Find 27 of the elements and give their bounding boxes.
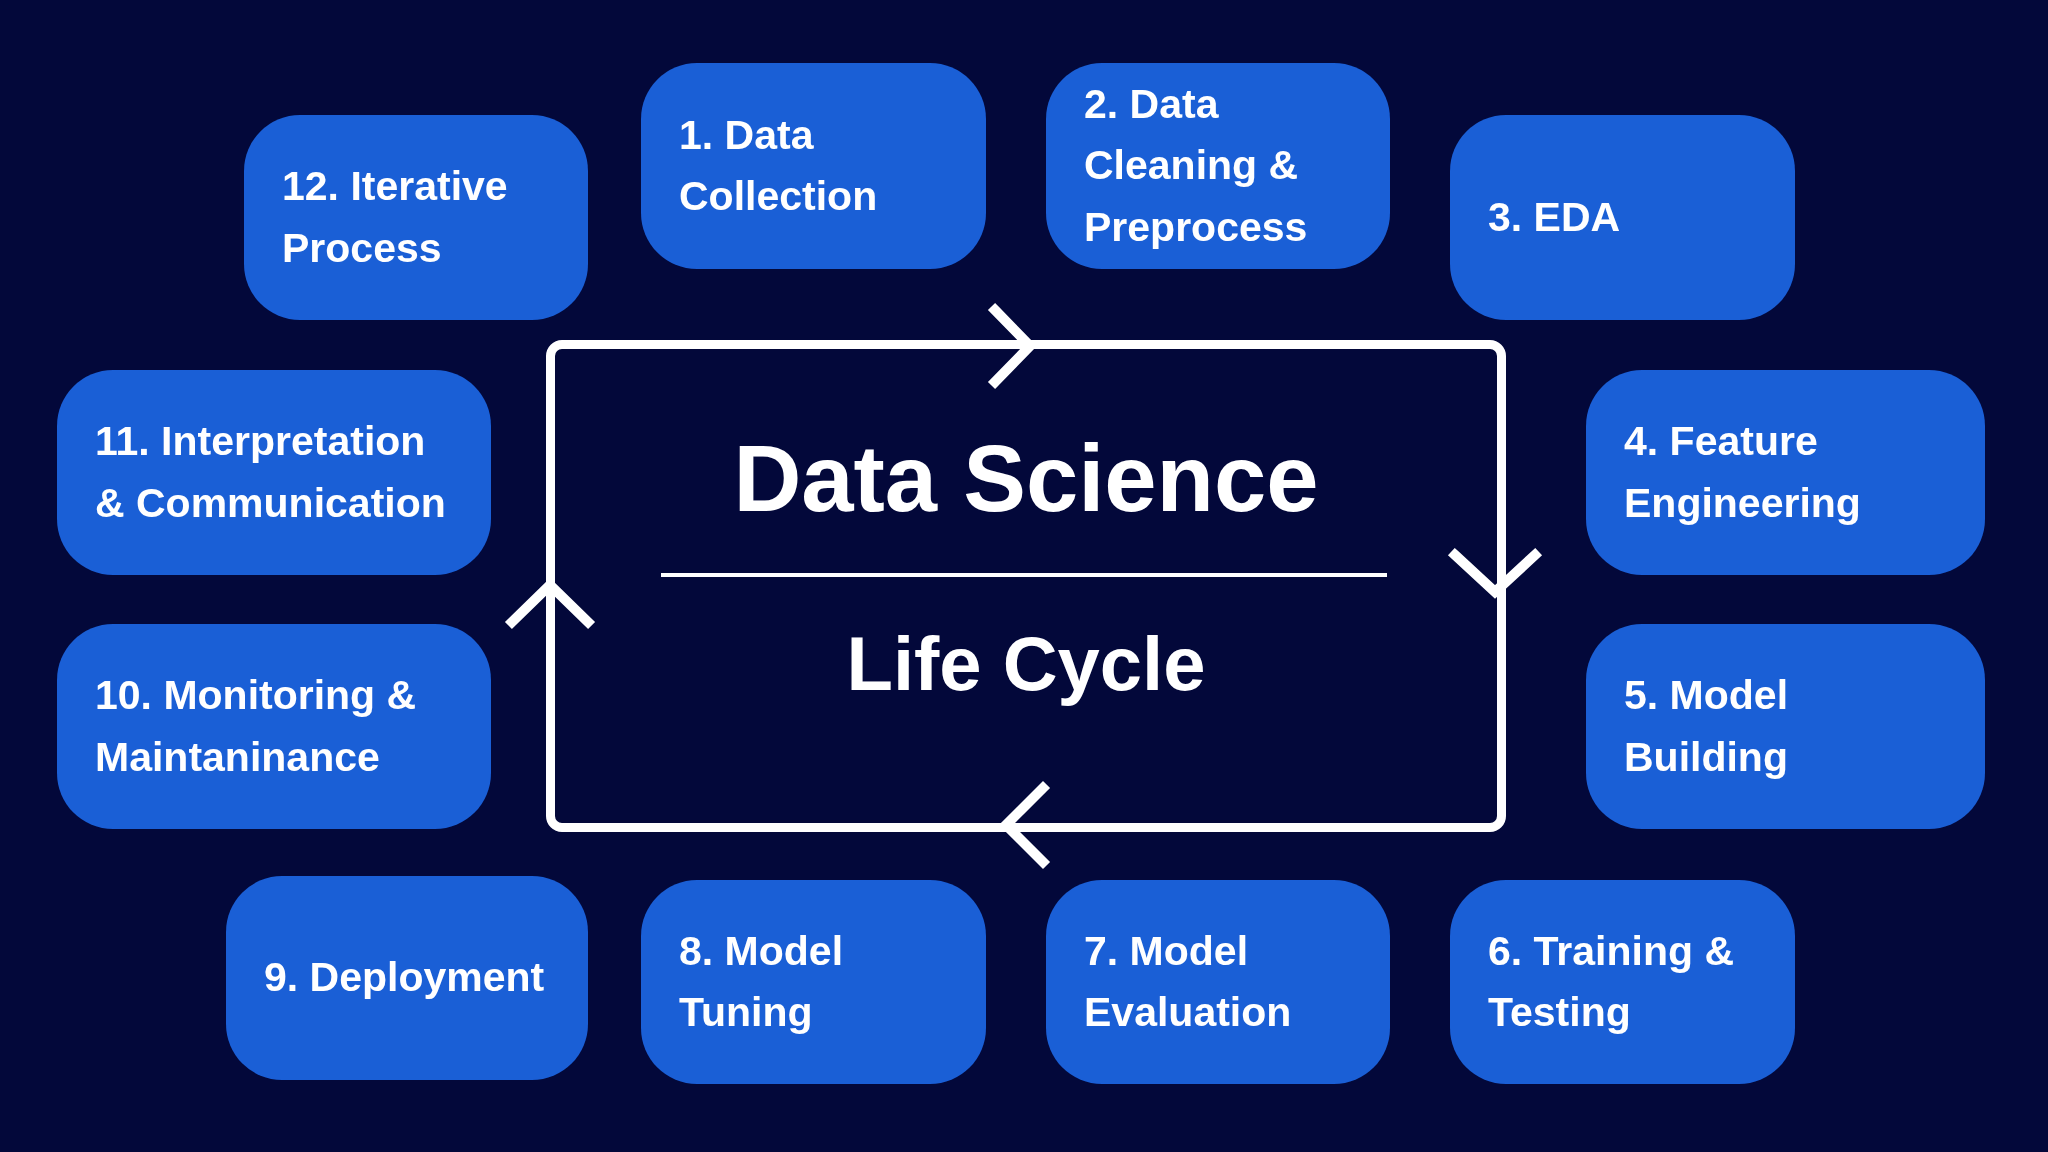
step-label: 8. Model Tuning (679, 926, 845, 1037)
step-box (57, 370, 491, 575)
step-label: 7. Model Evaluation (1084, 926, 1293, 1037)
step-box (244, 115, 588, 320)
step-label: 12. Iterative Process (282, 162, 509, 273)
step-label: 1. Data Collection (679, 110, 879, 221)
step-label: 9. Deployment (264, 953, 545, 1003)
node-label: Data Science (732, 425, 1320, 533)
step-label: 6. Training & Testing (1488, 926, 1736, 1037)
step-box (1046, 880, 1390, 1084)
step-box (1450, 880, 1795, 1084)
step-label: 2. Data Cleaning & Preprocess (1084, 79, 1309, 252)
step-box (1586, 370, 1985, 575)
step-box (1450, 115, 1795, 320)
step-box (641, 63, 986, 269)
step-label: 10. Monitoring & Maintaninance (95, 671, 418, 782)
step-box (1586, 624, 1985, 829)
step-box (641, 880, 986, 1084)
node-label: Life Cycle (845, 620, 1207, 708)
step-box (226, 876, 588, 1080)
step-label: 4. Feature Engineering (1624, 417, 1862, 528)
cycle-frame (546, 340, 1506, 832)
step-label: 3. EDA (1488, 192, 1621, 242)
step-box (57, 624, 491, 829)
step-label: 11. Interpretation & Communication (95, 417, 447, 528)
step-label: 5. Model Building (1624, 671, 1790, 782)
step-box (1046, 63, 1390, 269)
